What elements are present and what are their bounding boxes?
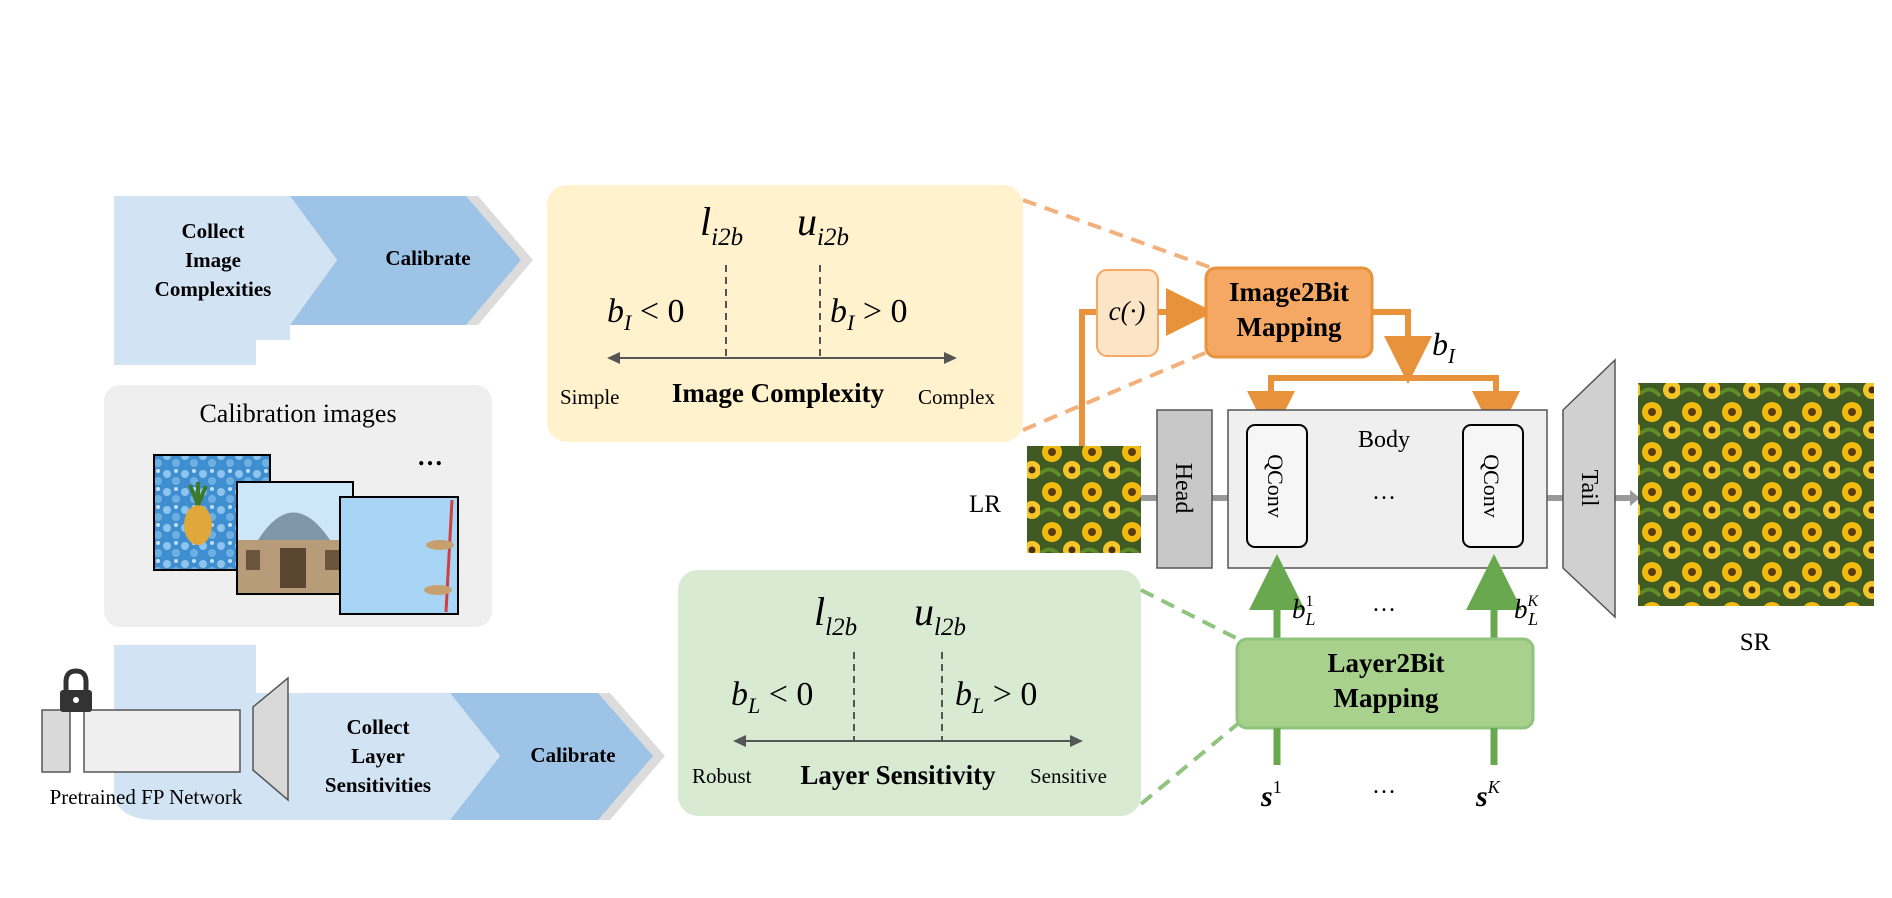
bI-label: bI bbox=[1432, 326, 1456, 368]
sr-image bbox=[1638, 383, 1874, 606]
bI-positive-condition: bI > 0 bbox=[830, 293, 908, 335]
pretrained-network-label: Pretrained FP Network bbox=[50, 785, 243, 809]
qconv-first bbox=[1246, 424, 1308, 548]
robust-label: Robust bbox=[692, 764, 752, 788]
bL-positive-condition: bL > 0 bbox=[955, 676, 1037, 718]
bL-dots: … bbox=[1372, 591, 1396, 617]
top-collect-step bbox=[114, 196, 337, 325]
top-step1-line3: Complexities bbox=[155, 277, 272, 301]
network-diagram: LR c(·) Image2Bit Mapping bI Head Body …… bbox=[969, 266, 1874, 813]
s1-label: s1 bbox=[1260, 777, 1282, 813]
bL-negative-condition: bL < 0 bbox=[731, 676, 813, 718]
u-l2b-threshold: ul2b bbox=[914, 589, 966, 641]
body-label: Body bbox=[1358, 427, 1410, 453]
complexity-function-label: c(·) bbox=[1109, 296, 1146, 326]
calibration-image-building bbox=[236, 481, 354, 595]
bottom-step1-line3: Sensitivities bbox=[325, 773, 431, 797]
image2bit-line1: Image2Bit bbox=[1229, 277, 1349, 307]
layer-sensitivity-panel: ll2b ul2b bL < 0 bL > 0 Robust Layer Sen… bbox=[678, 570, 1141, 816]
image-complexity-title: Image Complexity bbox=[672, 378, 885, 408]
layer-sensitivity-title: Layer Sensitivity bbox=[800, 760, 996, 790]
lr-label: LR bbox=[969, 491, 1001, 518]
sensitive-label: Sensitive bbox=[1030, 764, 1107, 788]
bottom-collect-step bbox=[256, 693, 500, 820]
sr-label: SR bbox=[1740, 629, 1771, 656]
u-i2b-threshold: ui2b bbox=[797, 199, 849, 251]
bottom-step1-line2: Layer bbox=[351, 744, 405, 768]
s-dots: … bbox=[1372, 773, 1396, 799]
top-step1-line2: Image bbox=[185, 248, 241, 272]
qconv-last bbox=[1462, 424, 1524, 548]
sK-label: sK bbox=[1475, 777, 1501, 813]
layer2bit-mapping-box bbox=[1235, 637, 1535, 730]
head-block bbox=[1156, 409, 1213, 569]
complex-label: Complex bbox=[918, 385, 995, 409]
tail-block bbox=[1562, 358, 1616, 619]
bottom-step1-line1: Collect bbox=[347, 715, 410, 739]
calibration-image-sky bbox=[339, 496, 459, 615]
bottom-calibrate-chevron bbox=[450, 693, 653, 820]
calibration-ellipsis: … bbox=[417, 442, 443, 471]
image2bit-line2: Mapping bbox=[1236, 312, 1342, 342]
body-dots: … bbox=[1372, 479, 1396, 505]
qconv-first-label: QConv bbox=[1263, 454, 1288, 518]
lock-icon bbox=[60, 668, 92, 712]
image-complexity-panel: li2b ui2b bI < 0 bI > 0 Simple Image Com… bbox=[547, 185, 1023, 442]
calibration-images-panel: Calibration images … bbox=[104, 385, 492, 627]
simple-label: Simple bbox=[560, 385, 620, 409]
lr-image bbox=[1027, 446, 1141, 553]
qconv-last-label: QConv bbox=[1479, 454, 1504, 518]
top-step1-line1: Collect bbox=[182, 219, 245, 243]
tail-label: Tail bbox=[1576, 470, 1602, 507]
top-calibrate-chevron bbox=[290, 196, 521, 325]
bI-negative-condition: bI < 0 bbox=[607, 293, 685, 335]
l-i2b-threshold: li2b bbox=[700, 199, 743, 251]
l-l2b-threshold: ll2b bbox=[814, 589, 857, 641]
top-calibrate-label: Calibrate bbox=[385, 246, 470, 270]
head-label: Head bbox=[1170, 463, 1196, 514]
bottom-calibrate-label: Calibrate bbox=[530, 743, 615, 767]
layer2bit-line1: Layer2Bit bbox=[1328, 648, 1445, 678]
top-flow: Collect Image Complexities Calibrate bbox=[114, 196, 533, 365]
calibration-title: Calibration images bbox=[199, 399, 396, 428]
layer2bit-line2: Mapping bbox=[1333, 683, 1439, 713]
pretrained-network: Pretrained FP Network bbox=[41, 668, 289, 809]
